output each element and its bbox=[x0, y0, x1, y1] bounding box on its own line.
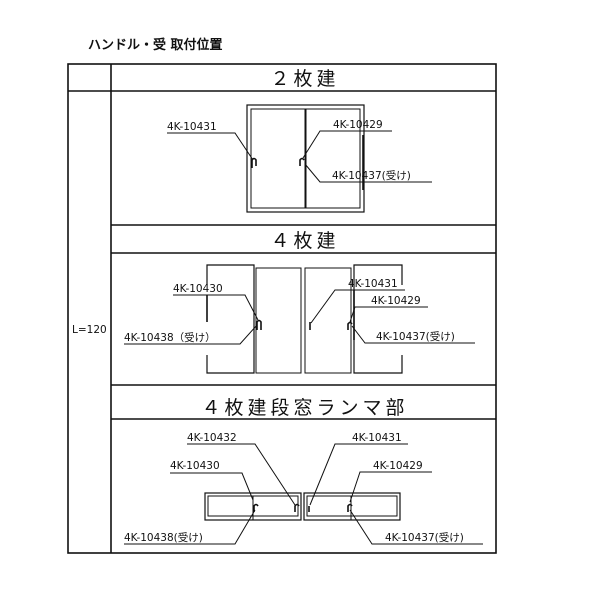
part-label: 4K-10429 bbox=[373, 460, 423, 472]
part-label: 4K-10437(受け) bbox=[332, 170, 411, 182]
window-4-panel bbox=[206, 264, 403, 374]
section-header-4-panel: ４枚建 bbox=[270, 230, 339, 252]
receiver-icon bbox=[347, 321, 353, 330]
part-label: 4K-10438（受け） bbox=[124, 332, 216, 344]
length-label: L=120 bbox=[72, 324, 107, 336]
window-transom bbox=[204, 492, 401, 521]
part-label: 4K-10429 bbox=[371, 295, 421, 307]
part-label: 4K-10437(受け) bbox=[376, 331, 455, 343]
receiver-icon bbox=[299, 157, 305, 166]
part-label: 4K-10438(受け) bbox=[124, 532, 203, 544]
section-header-transom: ４枚建段窓ランマ部 bbox=[201, 397, 408, 419]
part-label: 4K-10437(受け) bbox=[385, 532, 464, 544]
leaders-section-3 bbox=[124, 443, 483, 545]
part-label: 4K-10432 bbox=[187, 432, 237, 444]
handle-icon bbox=[256, 319, 262, 330]
leaders-section-1 bbox=[167, 130, 432, 183]
part-label: 4K-10431 bbox=[348, 278, 398, 290]
receiver-icon bbox=[253, 503, 259, 512]
receiver-icon bbox=[347, 503, 353, 512]
window-2-panel bbox=[246, 104, 365, 213]
leaders-section-2 bbox=[124, 289, 475, 345]
part-label: 4K-10429 bbox=[333, 119, 383, 131]
handle-icon bbox=[251, 157, 257, 168]
handle-icon bbox=[294, 503, 300, 512]
table-grid bbox=[67, 63, 497, 554]
diagram-title: ハンドル・受 取付位置 bbox=[88, 37, 223, 53]
part-label: 4K-10431 bbox=[352, 432, 402, 444]
part-label: 4K-10431 bbox=[167, 121, 217, 133]
section-header-2-panel: ２枚建 bbox=[270, 68, 339, 90]
part-label: 4K-10430 bbox=[170, 460, 220, 472]
part-label: 4K-10430 bbox=[173, 283, 223, 295]
